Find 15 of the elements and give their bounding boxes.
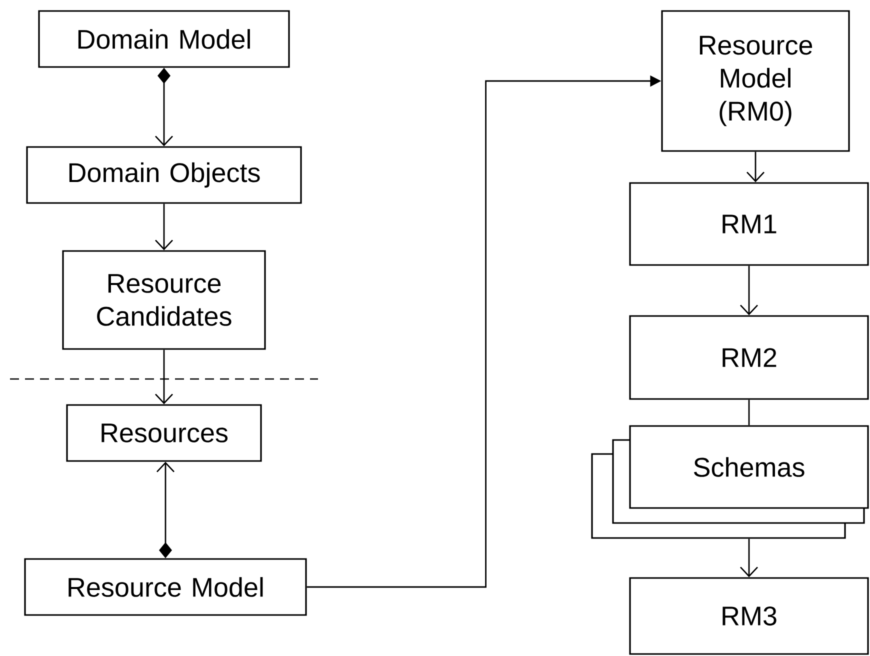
stacked-document-box: Schemas	[591, 425, 869, 539]
arrow	[155, 204, 174, 250]
process-box: Domain Model	[38, 10, 290, 68]
arrow	[155, 350, 174, 404]
process-box: RM2	[629, 315, 869, 400]
process-box: Resource Model (RM0)	[661, 10, 850, 152]
process-box: Resource Candidates	[62, 250, 266, 350]
arrow	[740, 266, 758, 316]
process-box: Resources	[66, 404, 262, 462]
process-box: RM3	[629, 577, 869, 655]
arrow	[740, 538, 758, 578]
process-box: Resource Model	[24, 558, 307, 616]
arrow	[746, 152, 765, 182]
process-box: RM1	[629, 182, 869, 266]
process-box: Domain Objects	[26, 146, 302, 204]
